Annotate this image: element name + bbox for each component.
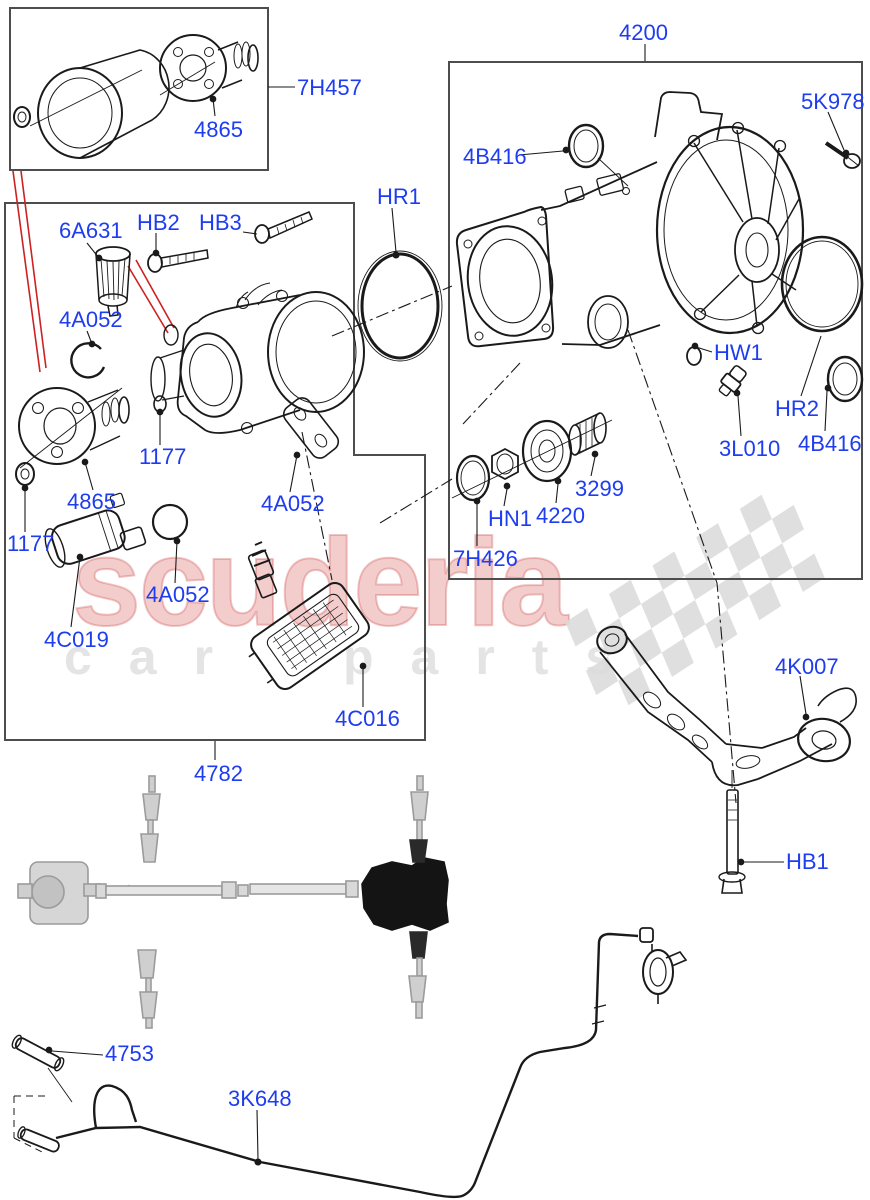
part-label-4865-7[interactable]: 4865	[67, 489, 116, 514]
sleeve-3299	[568, 412, 607, 456]
front-differential	[17, 861, 131, 925]
plug-3L010	[718, 365, 747, 397]
rear-differential	[361, 857, 449, 931]
pipe-3K648	[55, 932, 639, 1199]
actuator-detail-drawing	[15, 211, 370, 691]
front-flange	[455, 161, 661, 348]
actuator-housing	[150, 282, 365, 434]
nut	[13, 106, 31, 128]
part-label-HR1-14[interactable]: HR1	[377, 184, 422, 209]
axle-housing-detail-box	[448, 61, 863, 580]
part-label-5K978-16[interactable]: 5K978	[801, 89, 865, 114]
axle-housing-drawing	[451, 91, 864, 502]
nut-HN1	[491, 447, 519, 481]
car-parts-watermark: car parts	[64, 629, 651, 685]
gasket	[282, 397, 340, 459]
seal-4B416-right	[826, 355, 864, 403]
part-label-1177-6[interactable]: 1177	[139, 444, 187, 469]
part-label-7H457-0[interactable]: 7H457	[297, 75, 362, 100]
crossmember-4K007	[596, 625, 857, 894]
part-label-4A052-11[interactable]: 4A052	[261, 491, 325, 516]
bolt-HB1	[718, 770, 746, 894]
part-label-6A631-2[interactable]: 6A631	[59, 218, 123, 243]
rear-right-axle-upper	[409, 775, 429, 863]
sensor-plug	[247, 541, 278, 599]
part-label-4K007-26[interactable]: 4K007	[775, 654, 839, 679]
washer-HW1	[686, 346, 702, 366]
part-label-3K648-29[interactable]: 3K648	[228, 1086, 292, 1111]
part-label-4A052-10[interactable]: 4A052	[146, 582, 210, 607]
rear-of-front-left-axle	[137, 949, 158, 1029]
part-label-4A052-5[interactable]: 4A052	[59, 307, 123, 332]
part-label-HR2-19[interactable]: HR2	[775, 396, 820, 421]
o-ring-4A052	[151, 503, 189, 541]
side-port	[587, 295, 629, 349]
projection-lines	[12, 170, 175, 373]
rear-right-axle-lower	[408, 931, 428, 1019]
breather-pipes	[11, 927, 688, 1199]
hose-4753	[11, 1034, 65, 1072]
driveline-overview	[17, 775, 449, 1029]
part-label-3299-22[interactable]: 3299	[575, 476, 624, 501]
part-label-4753-28[interactable]: 4753	[105, 1041, 154, 1066]
part-label-HB2-3[interactable]: HB2	[137, 210, 180, 235]
part-label-7H426-25[interactable]: 7H426	[453, 546, 518, 571]
snap-ring-4A052	[70, 342, 106, 379]
part-label-4C019-9[interactable]: 4C019	[44, 627, 109, 652]
leader-lines	[21, 44, 850, 1166]
bolt-HB3	[254, 211, 313, 244]
o-ring-HR1	[357, 250, 443, 362]
vent-fitting	[639, 927, 688, 1004]
coupling-cup	[37, 67, 123, 159]
part-label-HN1-24[interactable]: HN1	[488, 506, 533, 531]
part-label-HB1-27[interactable]: HB1	[786, 849, 829, 874]
filter-6A631	[95, 246, 131, 317]
part-label-4782-13[interactable]: 4782	[194, 761, 243, 786]
coupling-detail-box	[9, 7, 269, 171]
pipe-loop	[93, 1084, 138, 1129]
part-label-3L010-20[interactable]: 3L010	[719, 436, 781, 461]
pump-4C019	[44, 492, 147, 568]
coupling-flange	[159, 34, 227, 102]
rear-cover	[655, 121, 805, 335]
part-label-HW1-18[interactable]: HW1	[714, 340, 763, 365]
part-label-4B416-21[interactable]: 4B416	[798, 431, 862, 456]
front-left-axle	[140, 775, 161, 863]
top-ear	[654, 91, 724, 141]
part-label-4200-15[interactable]: 4200	[619, 20, 668, 45]
part-label-4865-1[interactable]: 4865	[194, 117, 243, 142]
coupling-detail-drawing	[13, 34, 259, 159]
coupling-flange-4865	[18, 387, 130, 469]
checkered-flag-watermark	[565, 494, 825, 706]
o-ring-HR2	[780, 235, 864, 333]
scuderia-watermark: scuderia	[71, 513, 569, 653]
propshaft	[95, 880, 359, 899]
part-label-4220-23[interactable]: 4220	[536, 503, 585, 528]
part-label-HB3-4[interactable]: HB3	[199, 210, 242, 235]
seal-train	[451, 412, 613, 502]
part-label-1177-8[interactable]: 1177	[7, 531, 55, 556]
part-label-4B416-17[interactable]: 4B416	[463, 144, 527, 169]
haldex-actuator-detail-box	[4, 202, 426, 741]
part-label-4C016-12[interactable]: 4C016	[335, 706, 400, 731]
module-4C016	[248, 581, 370, 691]
bearing-4220	[521, 419, 573, 483]
detail-box-outlines	[4, 7, 863, 741]
construction-lines	[301, 285, 737, 804]
o-ring-7H426	[455, 454, 491, 502]
nut-1177	[15, 462, 35, 486]
seal-4B416-upper	[567, 123, 629, 187]
